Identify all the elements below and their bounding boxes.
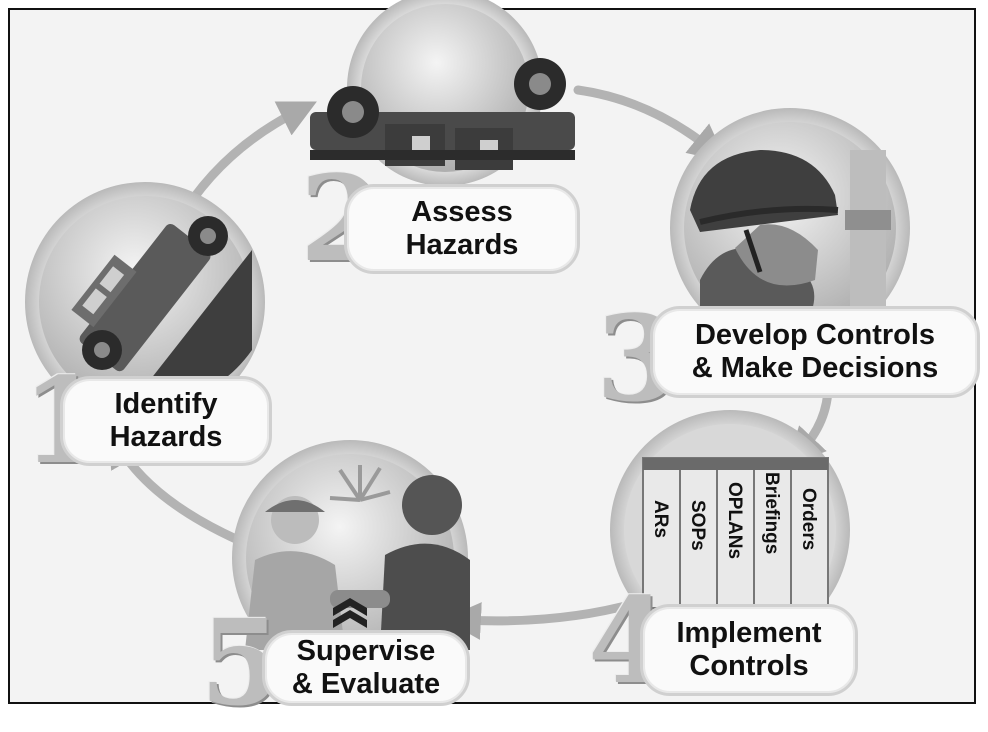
step1-image bbox=[25, 182, 265, 422]
step1-label-line2: Hazards bbox=[109, 421, 223, 453]
military-vehicle-climbing-icon bbox=[71, 216, 252, 400]
risk-management-cycle: ARs SOPs OPLANs Briefings Orders bbox=[25, 0, 910, 676]
step4-label-line2: Controls bbox=[689, 650, 809, 682]
step2-image bbox=[310, 0, 575, 186]
soldiers-handshake-icon bbox=[245, 465, 470, 650]
soldier-helmet-icon bbox=[690, 150, 891, 310]
arrow-4-to-5 bbox=[443, 597, 645, 640]
arrow-2-to-3 bbox=[573, 85, 727, 162]
step5-label-line2: & Evaluate bbox=[291, 668, 441, 700]
step2-label-line2: Hazards bbox=[405, 229, 519, 261]
step2-label-line1: Assess bbox=[411, 196, 513, 228]
step5-image bbox=[232, 440, 470, 676]
step5-label-line1: Supervise bbox=[296, 635, 436, 667]
step4-label: Implement Controls bbox=[640, 604, 858, 696]
binder-label-sops: SOPs bbox=[687, 500, 708, 551]
binder-label-briefings: Briefings bbox=[761, 472, 782, 554]
step1-label: Identify Hazards bbox=[60, 376, 272, 466]
binder-label-oplans: OPLANs bbox=[724, 482, 745, 559]
step2-label: Assess Hazards bbox=[344, 184, 580, 274]
step3-label: Develop Controls & Make Decisions bbox=[650, 306, 980, 398]
step4-label-line1: Implement bbox=[676, 617, 822, 649]
binder-label-ars: ARs bbox=[650, 500, 671, 538]
step3-label-line1: Develop Controls bbox=[694, 319, 936, 351]
step4-image: ARs SOPs OPLANs Briefings Orders bbox=[610, 410, 850, 650]
step5-label: Supervise & Evaluate bbox=[262, 630, 470, 706]
step3-image bbox=[670, 108, 910, 348]
binders-icon: ARs SOPs OPLANs Briefings Orders bbox=[642, 457, 829, 609]
step1-label-line1: Identify bbox=[114, 388, 218, 420]
binder-label-orders: Orders bbox=[798, 488, 819, 550]
overturned-vehicle-icon bbox=[310, 58, 575, 170]
step3-label-line2: & Make Decisions bbox=[691, 352, 939, 384]
